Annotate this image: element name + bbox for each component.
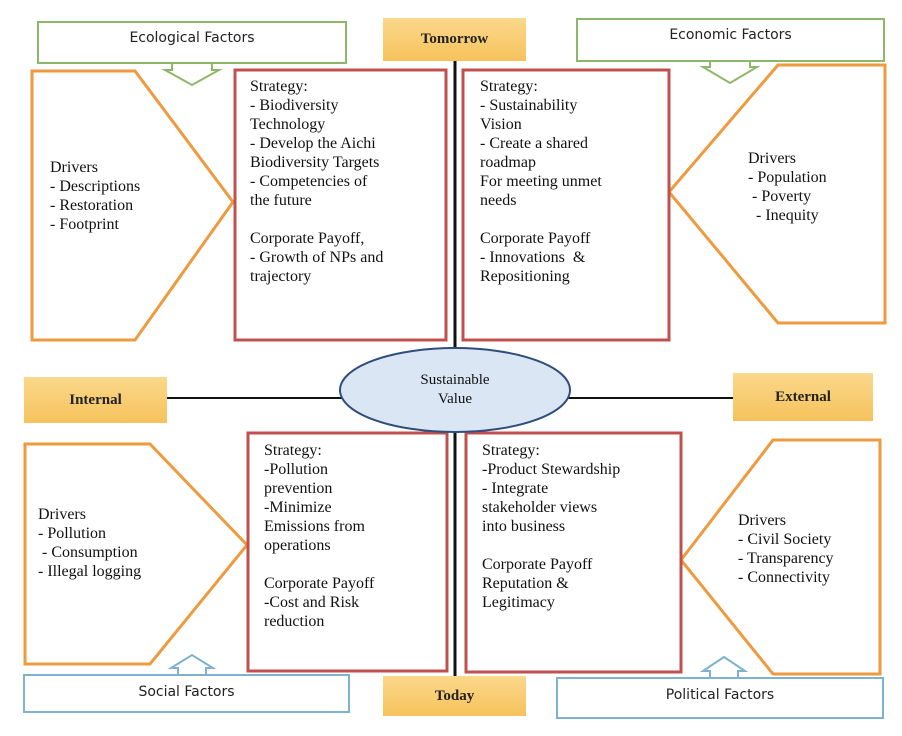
strategy-text-bottom-right: Strategy: -Product Stewardship - Integra… (482, 442, 621, 611)
external-label: External (733, 373, 873, 421)
strategy-text-top-left: Strategy: - Biodiversity Technology - De… (250, 78, 384, 285)
strategy-box-bottom-right (464, 431, 683, 674)
political-factors-box (556, 677, 884, 719)
ecological-arrow (161, 62, 223, 87)
political-drivers-text: Drivers - Civil Society - Transparency -… (738, 512, 834, 586)
economic-factors-label: Economic Factors (669, 27, 792, 43)
strategy-box-bottom-left (246, 431, 449, 673)
social-drivers-text: Drivers - Pollution - Consumption - Ille… (38, 506, 142, 580)
ecological-factors-label: Ecological Factors (129, 30, 255, 46)
political-factors-label: Political Factors (665, 687, 775, 703)
strategy-text-bottom-left: Strategy: -Pollution prevention -Minimiz… (264, 442, 375, 630)
strategy-box-top-right (461, 68, 671, 342)
economic-factors-box (576, 18, 885, 62)
social-drivers-shape (23, 442, 250, 666)
center-line1: Sustainable (420, 372, 490, 388)
strategy-box-top-left (233, 68, 448, 342)
social-factors-box (23, 674, 350, 713)
sustainable-value-ellipse (339, 347, 571, 433)
center-line2: Value (437, 391, 473, 407)
political-arrow (699, 655, 749, 679)
ecological-drivers-shape (30, 69, 235, 342)
today-label: Today (383, 676, 526, 716)
economic-drivers-shape (667, 63, 887, 325)
social-factors-label: Social Factors (138, 684, 235, 700)
tomorrow-label: Tomorrow (383, 18, 526, 61)
social-arrow (167, 653, 217, 676)
strategy-text-top-right: Strategy: - Sustainability Vision - Crea… (480, 78, 602, 285)
internal-label: Internal (24, 377, 167, 423)
economic-arrow (699, 60, 761, 85)
ecological-factors-box (37, 21, 347, 64)
ecological-drivers-text: Drivers - Descriptions - Restoration - F… (50, 159, 141, 233)
economic-drivers-text: Drivers - Population - Poverty - Inequit… (748, 150, 827, 224)
political-drivers-shape (679, 438, 882, 676)
